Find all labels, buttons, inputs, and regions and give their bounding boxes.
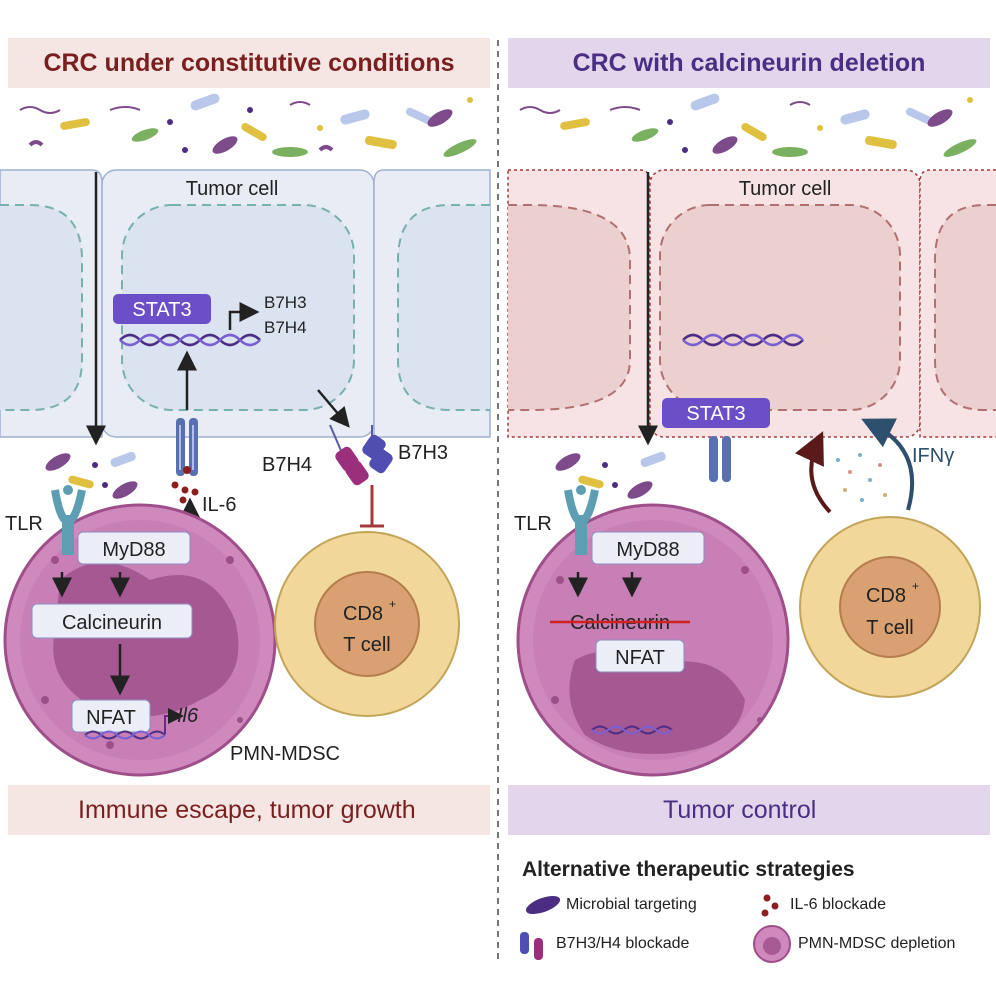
- left-il6-transcription-arrow: [164, 708, 184, 734]
- left-b7h4-protein: B7H4: [262, 454, 312, 476]
- microbiota-left: [19, 93, 477, 157]
- left-tlr-label: TLR: [5, 513, 43, 535]
- right-header: CRC with calcineurin deletion: [508, 38, 990, 88]
- microbial-targeting-icon: [525, 895, 561, 915]
- left-myd88-label: MyD88: [102, 539, 165, 561]
- mdsc-depletion-icon: [753, 925, 791, 963]
- left-stat3-label: STAT3: [132, 299, 191, 321]
- b7-blockade-icon: [520, 932, 543, 960]
- right-tlr-receptor: [564, 485, 599, 555]
- left-b7h4-gene: B7H4: [264, 318, 307, 337]
- left-b7h3-gene: B7H3: [264, 293, 307, 312]
- left-pmn-mdsc-label: PMN-MDSC: [230, 743, 340, 765]
- left-il6-receptor: [176, 418, 198, 476]
- left-header-title: CRC under constitutive conditions: [43, 49, 455, 77]
- right-cd8-sup: +: [912, 579, 919, 593]
- tumor-cells-left: [0, 169, 491, 438]
- legend-b7: B7H3/H4 blockade: [556, 935, 690, 952]
- right-footer: Tumor control: [508, 785, 990, 835]
- left-calcineurin-box: [31, 603, 193, 639]
- right-cd8-tcell: [799, 516, 981, 698]
- left-cd8-label: CD8: [343, 603, 383, 625]
- left-cd8-sup: +: [389, 597, 396, 611]
- right-cd8-label: CD8: [866, 585, 906, 607]
- right-ifn-receptor: [709, 436, 731, 482]
- right-ifng-arrow-blue: [861, 418, 915, 511]
- microbiota-right: [519, 93, 977, 157]
- left-b7-proteins: [329, 424, 393, 486]
- legend-il6: IL-6 blockade: [790, 896, 887, 913]
- left-b7h3-protein: B7H3: [398, 442, 448, 464]
- left-stat3-box: [113, 294, 211, 324]
- legend-microbial: Microbial targeting: [566, 896, 697, 913]
- left-dna-helix: [119, 333, 261, 347]
- left-myd88-box: [77, 531, 191, 565]
- left-footer: Immune escape, tumor growth: [8, 785, 490, 835]
- left-pmn-mdsc-cell: [3, 503, 277, 777]
- left-il6-gene-dna: [84, 730, 166, 740]
- left-nfat-label: NFAT: [86, 707, 136, 729]
- right-ifng-label: IFNγ: [912, 445, 954, 467]
- right-tlr-label: TLR: [514, 513, 552, 535]
- left-il6-gene-label: Il6: [177, 705, 199, 727]
- right-header-title: CRC with calcineurin deletion: [572, 49, 926, 77]
- right-footer-text: Tumor control: [663, 796, 817, 824]
- right-ifng-cytokines: [836, 453, 887, 502]
- left-tcell-label: T cell: [343, 634, 390, 656]
- il6-blockade-icon: [761, 894, 779, 917]
- right-tcell-label: T cell: [866, 617, 913, 639]
- right-myd88-box: [591, 531, 705, 565]
- left-transcription-arrow: [228, 302, 260, 330]
- tumor-cells-right: [507, 169, 996, 438]
- left-tlr-receptor: [51, 485, 86, 555]
- right-tlr-microbes: [555, 451, 666, 499]
- left-b7-export-arrow: [317, 389, 350, 428]
- left-tumor-cell-label: Tumor cell: [186, 178, 279, 200]
- left-calcineurin-label: Calcineurin: [62, 612, 162, 634]
- right-ifng-arrow-red: [794, 431, 832, 514]
- right-tumor-cell-label: Tumor cell: [739, 178, 832, 200]
- left-tlr-microbes: [45, 451, 138, 499]
- right-nfat-label: NFAT: [615, 647, 665, 669]
- left-il6-label: IL-6: [202, 494, 236, 516]
- right-stat3-label: STAT3: [686, 403, 745, 425]
- right-myd88-label: MyD88: [616, 539, 679, 561]
- left-footer-text: Immune escape, tumor growth: [78, 796, 416, 824]
- strategies-title: Alternative therapeutic strategies: [522, 858, 855, 881]
- right-nfat-box: [595, 639, 685, 673]
- left-cd8-tcell: [274, 531, 460, 717]
- right-dna-inactive: [591, 725, 673, 735]
- right-stat3-box: [662, 398, 770, 428]
- right-dna-helix: [682, 333, 804, 347]
- left-header: CRC under constitutive conditions: [8, 38, 490, 88]
- left-il6-cytokines: [171, 481, 199, 504]
- legend-mdsc: PMN-MDSC depletion: [798, 935, 956, 952]
